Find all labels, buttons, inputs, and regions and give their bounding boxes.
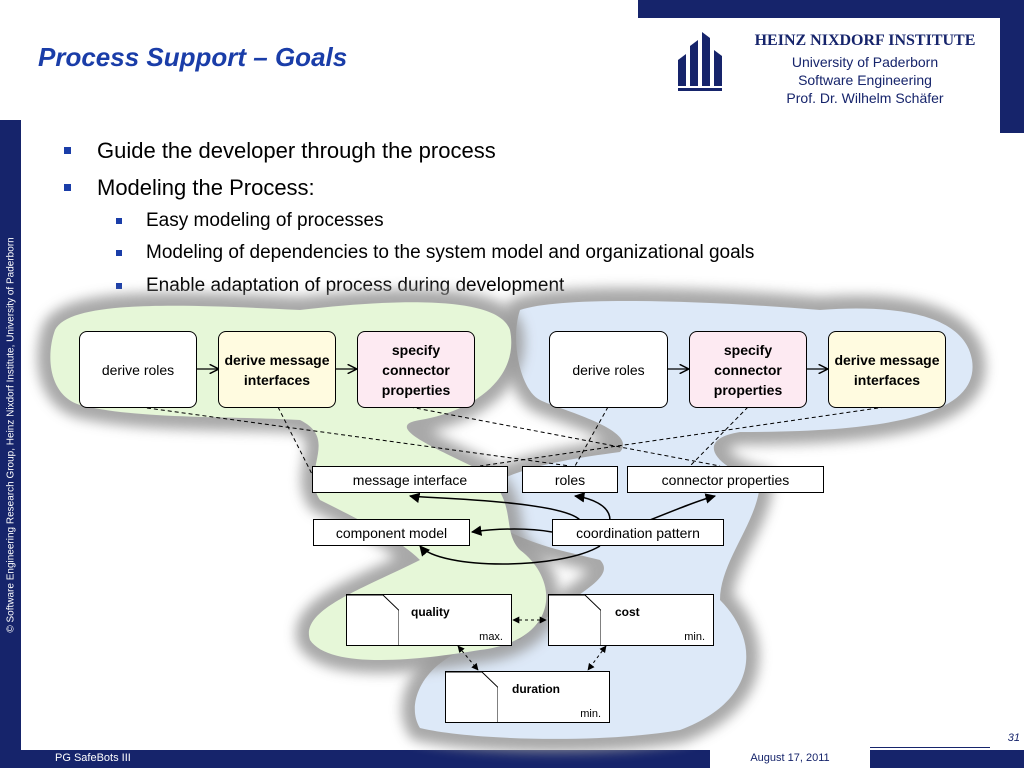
bullet-item: Modeling the Process: [64, 175, 315, 201]
header-frame [1000, 0, 1024, 133]
sub-bullet-item: Modeling of dependencies to the system m… [116, 242, 754, 264]
process-step-specify-connector-properties: specify connector properties [689, 331, 807, 408]
bullet-icon [64, 184, 71, 191]
artifact-arrows [408, 492, 717, 565]
bullet-icon [116, 218, 122, 224]
dependency-lines [139, 406, 886, 481]
artifact-message-interface: message interface [312, 466, 508, 493]
artifact-coordination-pattern: coordination pattern [552, 519, 724, 546]
artifact-connector-properties: connector properties [627, 466, 824, 493]
bullet-text: Easy modeling of processes [146, 210, 384, 231]
professor-line: Prof. Dr. Wilhelm Schäfer [786, 90, 944, 106]
bullet-item: Guide the developer through the process [64, 138, 496, 164]
bullet-icon [116, 250, 122, 256]
goal-duration: duration min. [445, 671, 610, 723]
sub-bullet-item: Enable adaptation of process during deve… [116, 275, 564, 297]
goal-tab-icon [549, 595, 601, 645]
bullet-icon [64, 147, 71, 154]
sub-bullet-item: Easy modeling of processes [116, 210, 384, 232]
hni-logo-icon [678, 32, 722, 91]
bullet-text: Guide the developer through the process [97, 138, 496, 163]
institute-name: HEINZ NIXDORF INSTITUTE [754, 32, 976, 49]
goal-optimization: min. [684, 631, 705, 643]
side-strip [0, 120, 21, 750]
goal-optimization: max. [479, 631, 503, 643]
university-line: University of Paderborn [791, 54, 939, 70]
footer-course: PG SafeBots III [55, 752, 131, 764]
goal-optimization: min. [580, 708, 601, 720]
bullet-text: Enable adaptation of process during deve… [146, 275, 565, 296]
footer-divider [870, 747, 990, 748]
bullet-icon [116, 283, 122, 289]
goal-quality: quality max. [346, 594, 512, 646]
artifact-component-model: component model [313, 519, 470, 546]
process-step-derive-message-interfaces: derive message interfaces [218, 331, 336, 408]
goal-tab-icon [446, 672, 498, 722]
artifact-roles: roles [522, 466, 618, 493]
header-bar [638, 0, 1024, 18]
footer-date: August 17, 2011 [750, 752, 830, 764]
goal-tab-icon [347, 595, 399, 645]
page-title: Process Support – Goals [38, 42, 348, 72]
process-step-derive-roles: derive roles [549, 331, 668, 408]
process-step-specify-connector-properties: specify connector properties [357, 331, 475, 408]
page-number: 31 [1007, 732, 1020, 744]
goal-name: cost [615, 605, 640, 619]
goal-cost: cost min. [548, 594, 714, 646]
group-line: Software Engineering [798, 72, 932, 88]
bullet-text: Modeling the Process: [97, 175, 315, 200]
process-step-derive-message-interfaces: derive message interfaces [828, 331, 946, 408]
goal-name: quality [411, 605, 450, 619]
goal-dependency-lines [457, 616, 607, 671]
bullet-text: Modeling of dependencies to the system m… [146, 242, 755, 263]
process-step-derive-roles: derive roles [79, 331, 197, 408]
goal-name: duration [512, 682, 560, 696]
footer-date-panel [710, 750, 870, 768]
